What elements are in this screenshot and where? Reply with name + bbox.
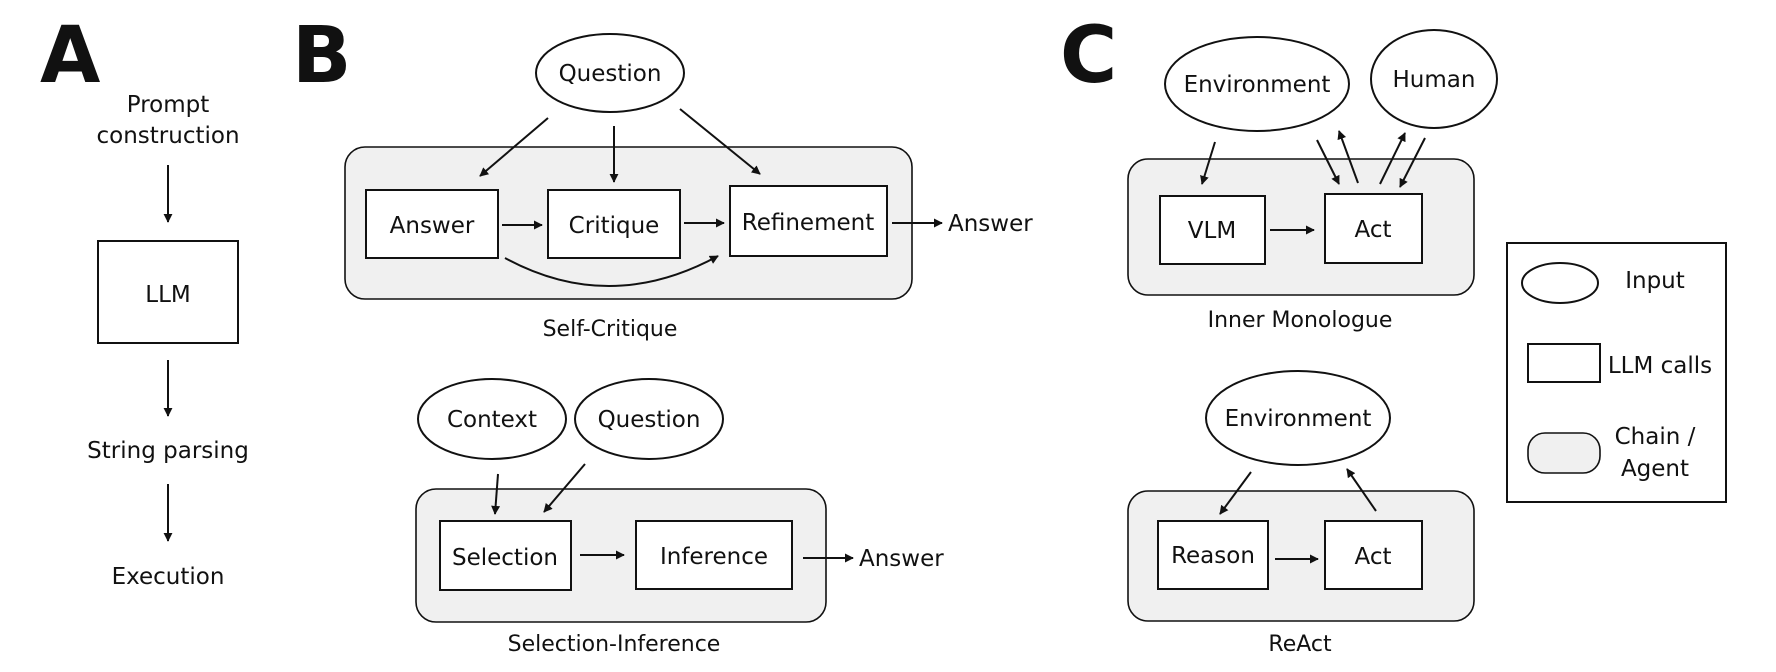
- panel-letter-a: A: [40, 11, 100, 101]
- legend-input-ellipse: [1521, 262, 1599, 304]
- legend-llm-calls-label: LLM calls: [1608, 353, 1712, 379]
- self-critique-caption: Self-Critique: [543, 317, 678, 342]
- arrow-environment-to-vlm: [1200, 141, 1216, 185]
- sc-critique-box: [547, 189, 681, 259]
- si-inference-label: Inference: [660, 544, 768, 570]
- sc-critique-label: Critique: [569, 213, 660, 239]
- arrow-environment-to-reason: [1219, 471, 1252, 515]
- legend-chain-label-line2: Agent: [1621, 456, 1689, 482]
- im-act-label: Act: [1355, 217, 1392, 243]
- im-vlm-label: VLM: [1188, 218, 1236, 244]
- arrow-question-to-answer: [479, 117, 549, 177]
- arrow-act-to-environment: [1337, 130, 1359, 184]
- arrow-context-to-selection: [491, 473, 501, 515]
- si-inference-box: [635, 520, 793, 590]
- legend-llm-calls-box: [1527, 343, 1601, 383]
- si-question-label: Question: [598, 407, 701, 433]
- arrow-question-to-refinement: [679, 108, 761, 175]
- arrow-human-to-act: [1399, 137, 1426, 188]
- arrow-act-to-environment-react: [1346, 468, 1377, 512]
- im-vlm-box: [1159, 195, 1266, 265]
- arrow-answer-to-refinement-curve: [504, 255, 719, 287]
- execution-label: Execution: [112, 564, 225, 590]
- im-environment-input: [1164, 36, 1350, 132]
- panel-letter-c: C: [1060, 11, 1117, 101]
- si-output-answer-label: Answer: [859, 546, 944, 572]
- panel-letter-b: B: [292, 11, 351, 101]
- legend-chain-label-line1: Chain /: [1615, 424, 1696, 450]
- react-act-box: [1324, 520, 1423, 590]
- im-human-input: [1370, 29, 1498, 129]
- legend-input-label: Input: [1625, 268, 1685, 294]
- si-selection-box: [439, 520, 572, 591]
- sc-answer-box: [365, 189, 499, 259]
- selection-inference-caption: Selection-Inference: [508, 632, 721, 657]
- legend-chain-agent-shape: [1527, 432, 1601, 474]
- im-environment-label: Environment: [1184, 72, 1331, 98]
- react-caption: ReAct: [1268, 632, 1332, 657]
- react-environment-input: [1205, 370, 1391, 466]
- arrow-question-to-selection: [543, 463, 586, 513]
- im-human-label: Human: [1393, 67, 1476, 93]
- arrow-act-to-human: [1379, 132, 1406, 185]
- si-selection-label: Selection: [452, 545, 558, 571]
- si-context-label: Context: [447, 407, 537, 433]
- llm-label: LLM: [145, 282, 190, 308]
- prompt-construction-label-line1: Prompt: [127, 92, 210, 118]
- react-reason-box: [1157, 520, 1269, 590]
- react-reason-label: Reason: [1171, 543, 1255, 569]
- react-act-label: Act: [1355, 544, 1392, 570]
- prompt-construction-label-line2: construction: [96, 123, 239, 149]
- sc-question-label: Question: [559, 61, 662, 87]
- inner-monologue-caption: Inner Monologue: [1208, 308, 1393, 333]
- sc-answer-box-label: Answer: [390, 213, 475, 239]
- react-environment-label: Environment: [1225, 406, 1372, 432]
- string-parsing-label: String parsing: [87, 438, 249, 464]
- sc-refinement-label: Refinement: [742, 210, 874, 236]
- im-act-box: [1324, 193, 1423, 264]
- llm-box: [97, 240, 239, 344]
- arrow-environment-to-act: [1316, 139, 1340, 185]
- sc-question-input: [535, 33, 685, 113]
- sc-output-answer-label: Answer: [948, 211, 1033, 237]
- si-question-input: [574, 378, 724, 460]
- si-context-input: [417, 378, 567, 460]
- sc-refinement-box: [729, 185, 888, 257]
